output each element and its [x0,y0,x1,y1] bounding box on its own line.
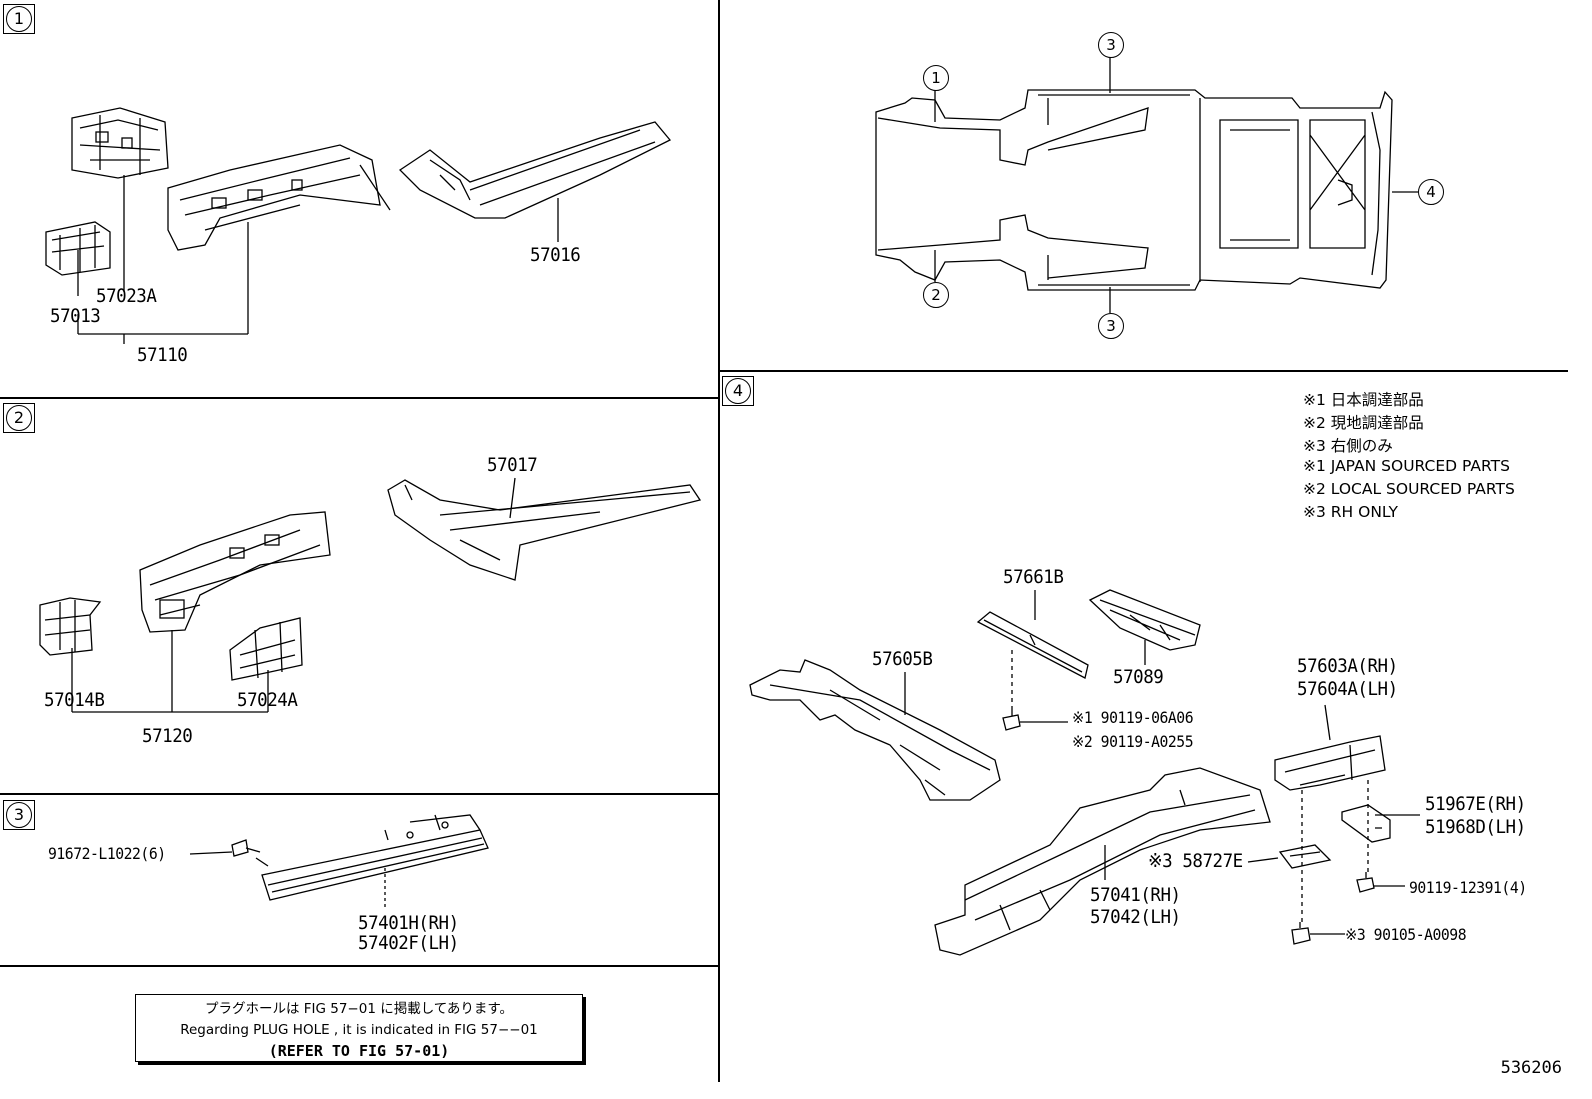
page-number: 536206 [1500,1058,1562,1078]
leader-s1 [77,175,559,344]
part-58727E-drawing [1278,844,1332,869]
part-label-58727E: ※3 58727E [1148,850,1243,872]
part-57023A-drawing [71,107,169,179]
part-51967E-drawing [1341,804,1391,843]
part-label-57024A: 57024A [237,689,298,711]
part-label-57661B: 57661B [1003,566,1064,588]
part-label-57120: 57120 [142,725,193,747]
part-label-57041: 57041(RH) [1090,884,1181,906]
part-57603A-drawing [1274,735,1386,791]
note-1-en: ※1 JAPAN SOURCED PARTS [1303,457,1510,475]
divider-s3-bottom [0,965,718,967]
part-label-90119-12391: 90119-12391(4) [1409,878,1527,897]
note-3-en: ※3 RH ONLY [1303,503,1398,521]
leader-s2 [71,477,516,713]
reference-note-box: プラグホールは FIG 57−01 に掲載してあります。 Regarding P… [135,994,583,1062]
part-57110-drawing [167,144,391,251]
reference-note-ref: (REFER TO FIG 57-01) [268,1042,450,1060]
part-57089-drawing [1088,589,1201,651]
overview-callout-3-bottom: 3 [1098,313,1124,339]
divider-s2-s3 [0,793,718,795]
overview-callout-4: 4 [1418,179,1444,205]
part-label-57401H: 57401H(RH) [358,912,459,934]
part-57661B-drawing [976,611,1089,679]
part-label-57402F: 57402F(LH) [358,932,459,954]
overview-callout-3-top: 3 [1098,32,1124,58]
part-label-57605B: 57605B [872,648,933,670]
part-label-57604A: 57604A(LH) [1297,678,1398,700]
part-label-57042: 57042(LH) [1090,906,1181,928]
part-label-91672: 91672-L1022(6) [48,844,166,863]
bolts-s4-drawing [1002,710,1375,945]
part-57016-drawing [398,121,672,219]
overview-outline [875,89,1393,291]
part-label-57089: 57089 [1113,666,1164,688]
divider-overview-s4 [718,370,1568,372]
divider-s1-s2 [0,397,718,399]
overview-callout-1: 1 [923,65,949,91]
divider-vertical [718,0,720,1082]
leader-s4 [904,590,1420,935]
part-label-90119-06A06: ※1 90119-06A06 [1072,708,1194,727]
part-57605B-drawing [749,659,1001,801]
part-57014B-drawing [39,597,102,656]
part-label-57017: 57017 [487,454,538,476]
overview-leaders [934,56,1418,313]
part-label-51968D: 51968D(LH) [1425,816,1526,838]
note-1-jp: ※1 日本調達部品 [1303,391,1424,409]
part-label-57013: 57013 [50,305,101,327]
section-badge-3: 3 [3,800,35,830]
part-label-90105-A0098: ※3 90105-A0098 [1345,925,1467,944]
part-label-51967E: 51967E(RH) [1425,793,1526,815]
note-3-jp: ※3 右側のみ [1303,437,1393,455]
section-badge-2: 2 [3,403,35,433]
note-2-en: ※2 LOCAL SOURCED PARTS [1303,480,1515,498]
section-badge-4: 4 [722,376,754,406]
part-57041-drawing [934,767,1271,956]
part-label-57110: 57110 [137,344,188,366]
part-57017-drawing [387,479,702,581]
part-label-57014B: 57014B [44,689,105,711]
part-57401H-drawing [261,814,489,901]
note-2-jp: ※2 現地調達部品 [1303,414,1424,432]
part-57024A-drawing [229,617,303,681]
reference-note-en: Regarding PLUG HOLE , it is indicated in… [180,1022,538,1038]
bolt-91672-drawing [231,839,261,857]
part-label-57016: 57016 [530,244,581,266]
overview-callout-2: 2 [923,282,949,308]
part-label-57023A: 57023A [96,285,157,307]
leader-s3 [189,851,269,867]
reference-note-jp: プラグホールは FIG 57−01 に掲載してあります。 [204,1001,514,1017]
part-57120-drawing [139,511,331,633]
part-label-90119-A0255: ※2 90119-A0255 [1072,732,1194,751]
section-badge-1: 1 [3,4,35,34]
part-57013-drawing [45,221,111,276]
part-label-57603A: 57603A(RH) [1297,655,1398,677]
